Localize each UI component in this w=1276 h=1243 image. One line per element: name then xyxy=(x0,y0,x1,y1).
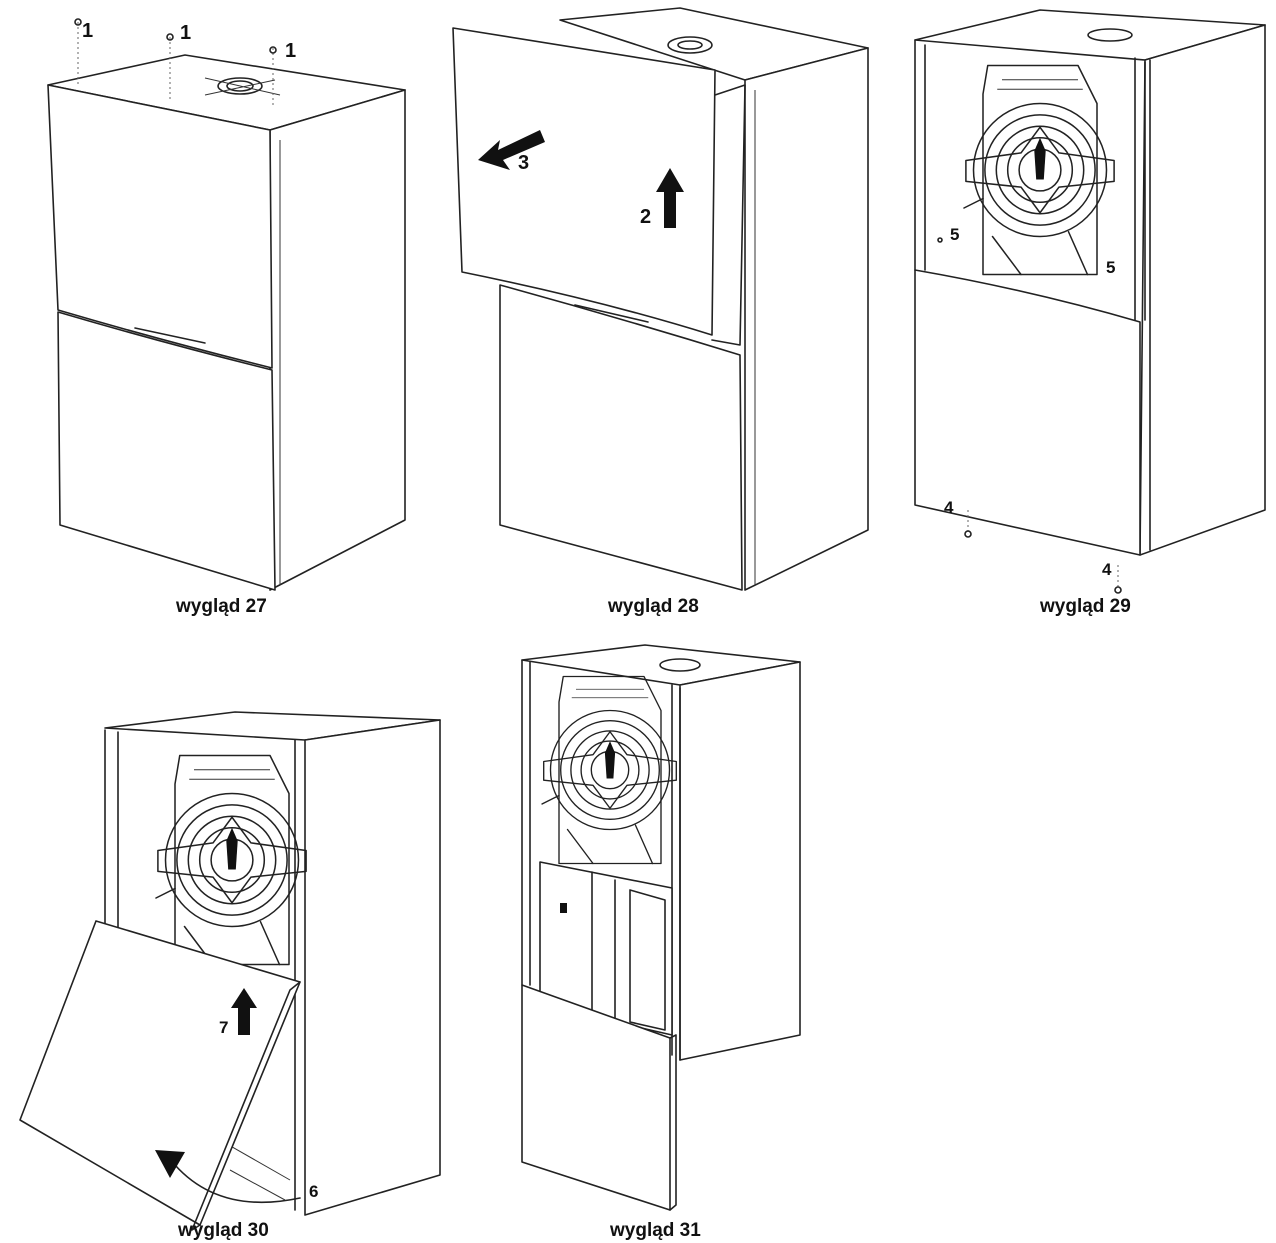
step-label: 4 xyxy=(944,498,954,517)
view-31-boiler xyxy=(521,644,801,1211)
arrow-3-icon xyxy=(478,130,545,170)
step-label: 1 xyxy=(82,20,94,42)
caption-view-30: wygląd 30 xyxy=(178,1220,269,1241)
view-28-boiler xyxy=(452,7,869,591)
step-label: 6 xyxy=(309,1182,319,1201)
arrow-7-icon xyxy=(231,988,257,1035)
caption-view-29: wygląd 29 xyxy=(1040,596,1131,617)
arrow-2-icon xyxy=(656,168,684,228)
step-label: 4 xyxy=(1102,560,1112,579)
step-label: 7 xyxy=(219,1018,229,1037)
front-panel-tilted xyxy=(19,920,301,1226)
step-label: 2 xyxy=(640,206,652,228)
view-27-boiler xyxy=(47,18,406,591)
arrow-6-icon xyxy=(174,1164,301,1204)
step-label: 5 xyxy=(950,225,960,244)
caption-view-27: wygląd 27 xyxy=(176,596,267,617)
screw-markers xyxy=(937,237,1122,594)
step-label: 1 xyxy=(285,40,297,62)
caption-view-28: wygląd 28 xyxy=(608,596,699,617)
view-29-boiler xyxy=(914,9,1266,594)
front-panel-lifted xyxy=(452,27,716,336)
step-label: 5 xyxy=(1106,258,1116,277)
screw-markers xyxy=(74,18,277,108)
step-label: 3 xyxy=(518,152,530,174)
caption-view-31: wygląd 31 xyxy=(610,1220,701,1241)
step-label: 1 xyxy=(180,22,192,44)
view-30-boiler xyxy=(19,711,441,1231)
